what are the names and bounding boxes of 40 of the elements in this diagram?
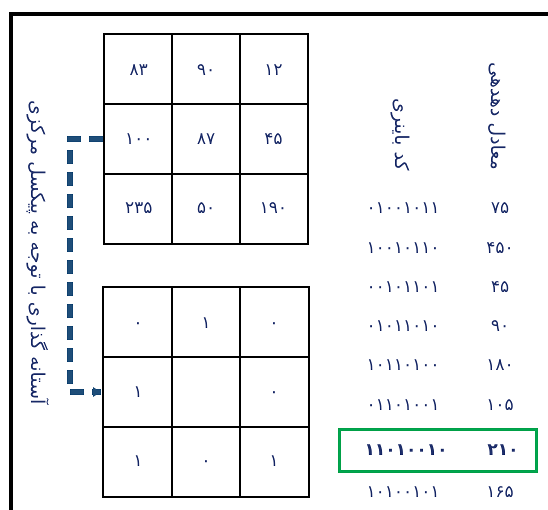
binary-code: ۰۰۱۰۱۱۰۱ xyxy=(366,277,440,297)
dashed-arrow xyxy=(67,136,103,397)
decimal-value: ۷۵ xyxy=(490,198,510,218)
edge-label: آستانه گذاری با توجه به پیکسل مرکزی xyxy=(26,100,47,404)
column-header: معادل دهدهی xyxy=(486,62,507,170)
decimal-value: ۱۸۰ xyxy=(486,355,514,375)
binary-code: ۱۰۰۱۰۱۱۰ xyxy=(366,238,440,258)
table-cell: ۱ xyxy=(201,312,211,333)
table-cell: ۸۷ xyxy=(196,128,216,149)
decimal-value: ۱۰۵ xyxy=(486,395,514,415)
decimal-value: ۴۵۰ xyxy=(486,238,514,258)
binary-code: ۰۱۰۱۱۰۱۰ xyxy=(366,316,440,336)
table-cell: ۵۰ xyxy=(196,198,216,218)
table-cell: ۱ xyxy=(133,382,143,402)
decimal-value: ۲۱۰ xyxy=(487,440,519,460)
binary-code: ۱۱۰۱۰۰۱۰ xyxy=(364,440,448,460)
column-header: کد باینری xyxy=(390,98,411,171)
table-cell: ۰ xyxy=(133,312,143,333)
table-cell: ۲۳۵ xyxy=(124,198,152,218)
table-cell: ۴۵ xyxy=(264,128,282,149)
decimal-value: ۴۵ xyxy=(490,277,510,297)
binary-code: ۰۱۱۰۱۰۰۱ xyxy=(366,395,440,415)
table-cell: ۱۰۰ xyxy=(124,128,152,149)
table-cell: ۰ xyxy=(201,451,211,472)
number-grid xyxy=(102,286,310,498)
binary-code: ۱۰۱۱۰۱۰۰ xyxy=(366,355,440,375)
table-cell: ۱۹۰ xyxy=(260,198,288,218)
table-cell: ۸۳ xyxy=(130,60,148,80)
table-cell: ۰ xyxy=(269,312,279,333)
table-cell: ۹۰ xyxy=(196,60,216,80)
binary-code: ۱۰۱۰۰۱۰۱ xyxy=(366,482,440,502)
table-cell: ۰ xyxy=(269,382,279,402)
table-cell: ۱۲ xyxy=(264,60,282,80)
decimal-value: ۹۰ xyxy=(490,316,510,336)
table-cell: ۱ xyxy=(133,451,143,472)
binary-code: ۰۱۰۰۱۰۱۱ xyxy=(366,198,440,218)
decimal-value: ۱۶۵ xyxy=(486,482,514,502)
highlight-box xyxy=(338,428,538,473)
number-grid xyxy=(103,33,309,245)
table-cell: ۱ xyxy=(269,451,279,472)
